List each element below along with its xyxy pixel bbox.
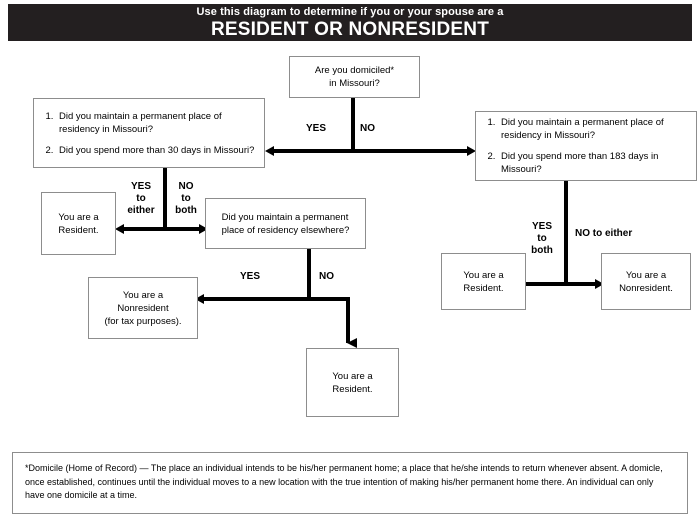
edge-label-no-elsewhere: NO: [319, 271, 334, 282]
edge-label-line: both: [531, 245, 553, 256]
node-are-you-domiciled[interactable]: Are you domiciled* in Missouri?: [289, 56, 420, 98]
node-missouri-30-days[interactable]: Did you maintain a permanent place of re…: [33, 98, 265, 168]
node-text: Did you maintain a permanent place of re…: [218, 211, 354, 237]
header-banner: Use this diagram to determine if you or …: [8, 4, 692, 41]
footnote-domicile-definition: *Domicile (Home of Record) — The place a…: [12, 452, 688, 514]
node-line-2: Resident.: [332, 383, 373, 395]
edge-label-line: either: [127, 205, 155, 216]
edge-label-line: to: [181, 193, 191, 204]
node-line-2: Nonresident: [117, 302, 169, 314]
edge-label-yes-to-both: YES to both: [524, 221, 560, 257]
node-text: You are a Nonresident.: [615, 269, 677, 295]
node-line-1: You are a: [625, 269, 667, 281]
edge-label-no-to-either: NO to either: [575, 228, 633, 239]
banner-subtitle: Use this diagram to determine if you or …: [196, 5, 504, 18]
node-text: You are a Resident.: [328, 370, 376, 396]
node-line-1: You are a: [332, 370, 373, 382]
node-line-1: Are you domiciled*: [314, 65, 395, 76]
node-residency-elsewhere[interactable]: Did you maintain a permanent place of re…: [205, 198, 366, 249]
node-question-1: Did you maintain a permanent place of re…: [56, 110, 258, 136]
node-question-1: Did you maintain a permanent place of re…: [498, 116, 690, 142]
edge-label-line: YES: [531, 221, 552, 232]
node-line-1: You are a: [58, 211, 99, 223]
edge-label-no-domiciled: NO: [360, 123, 375, 134]
edge-label-line: to: [136, 193, 146, 204]
edge-elsewhere-no: [309, 297, 357, 348]
node-resident-left[interactable]: You are a Resident.: [41, 192, 116, 255]
node-text: Are you domiciled* in Missouri?: [311, 64, 398, 90]
edge-label-no-to-both: NO to both: [170, 181, 202, 217]
node-line-2: Resident.: [58, 224, 99, 236]
node-line-2: place of residency elsewhere?: [221, 224, 350, 236]
node-line-1: You are a: [463, 269, 504, 281]
edge-label-yes-domiciled: YES: [306, 123, 327, 134]
node-resident-right[interactable]: You are a Resident.: [441, 253, 526, 310]
node-text: You are a Resident.: [459, 269, 507, 295]
node-line-2: in Missouri?: [329, 78, 380, 89]
node-missouri-183-days[interactable]: Did you maintain a permanent place of re…: [475, 111, 697, 181]
edge-label-line: YES: [130, 181, 151, 192]
node-question-2: Did you spend more than 183 days in Miss…: [498, 150, 690, 176]
node-nonresident-for-tax-purposes[interactable]: You are a Nonresident (for tax purposes)…: [88, 277, 198, 339]
edge-label-line: NO: [178, 181, 194, 192]
edge-label-yes-elsewhere: YES: [240, 271, 261, 282]
node-line-2: Nonresident.: [619, 282, 673, 294]
node-line-1: Did you maintain a permanent: [221, 211, 349, 223]
node-question-list: Did you maintain a permanent place of re…: [34, 110, 264, 157]
edge-label-line: both: [175, 205, 197, 216]
node-question-2: Did you spend more than 30 days in Misso…: [56, 144, 258, 157]
node-nonresident-right[interactable]: You are a Nonresident.: [601, 253, 691, 310]
node-text: You are a Nonresident (for tax purposes)…: [100, 289, 185, 328]
banner-title: RESIDENT OR NONRESIDENT: [210, 18, 489, 40]
edge-label-yes-to-either: YES to either: [120, 181, 162, 217]
node-line-1: You are a: [122, 289, 164, 301]
node-line-2: Resident.: [463, 282, 504, 294]
node-line-3: (for tax purposes).: [104, 315, 182, 327]
node-resident-bottom[interactable]: You are a Resident.: [306, 348, 399, 417]
node-question-list: Did you maintain a permanent place of re…: [476, 116, 696, 176]
edge-label-line: to: [537, 233, 547, 244]
node-text: You are a Resident.: [54, 211, 102, 237]
